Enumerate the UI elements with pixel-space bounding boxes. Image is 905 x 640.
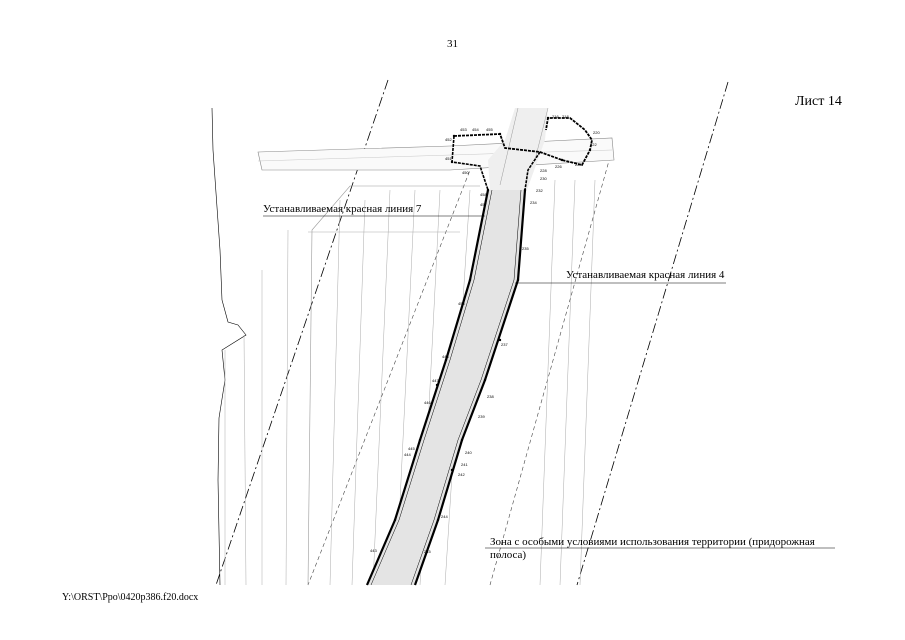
- point-label: 218: [562, 114, 569, 119]
- red-line-4: [413, 189, 527, 586]
- callout-red-line-4: Устанавливаемая красная линия 4: [566, 269, 725, 281]
- footer-file-path: Y:\ORST\Ppo\0420p386.f20.docx: [62, 592, 199, 603]
- point-label: 234: [530, 200, 537, 205]
- point-label: 239: [478, 414, 485, 419]
- point-label: 230: [540, 176, 547, 181]
- point-label: 448: [442, 354, 449, 359]
- boundary-polygon: [451, 135, 489, 191]
- point-label: 220: [593, 130, 600, 135]
- point-label: 452: [445, 137, 452, 142]
- point-label: 240: [465, 450, 472, 455]
- point-label: 445: [408, 446, 415, 451]
- zone-boundary-line: [215, 79, 389, 586]
- boundary-polygon: [453, 117, 593, 167]
- point-label: 450: [462, 170, 469, 175]
- point-label: 446: [424, 400, 431, 405]
- point-label: 444: [404, 452, 411, 457]
- road-edge: [499, 107, 519, 186]
- red-line-7-offset: [370, 189, 493, 586]
- boundary-polygon: [524, 151, 541, 191]
- point-label: 447: [432, 378, 439, 383]
- point-label: 451: [445, 156, 452, 161]
- point-label: 458: [480, 192, 487, 197]
- sheet-label: Лист 14: [795, 94, 842, 109]
- point-label: 245: [424, 549, 431, 554]
- point-label: 241: [461, 462, 468, 467]
- point-label: 228: [540, 168, 547, 173]
- dashed-boundary-line: [489, 149, 613, 586]
- parcel-boundary: [211, 107, 247, 586]
- point-label: 237: [501, 342, 508, 347]
- point-label: 457: [480, 202, 487, 207]
- point-label: 453: [460, 127, 467, 132]
- road-corridor-fill: [367, 190, 525, 585]
- point-label: 244: [441, 514, 448, 519]
- parcel-outline: [307, 185, 480, 586]
- point-label: 456: [458, 301, 465, 306]
- point-label: 242: [458, 472, 465, 477]
- point-markers: [393, 116, 592, 522]
- page-number: 31: [447, 38, 458, 50]
- red-line-4-offset: [410, 189, 522, 586]
- red-line-7: [365, 189, 490, 586]
- dashed-boundary-line: [307, 164, 473, 586]
- point-label: 216: [552, 114, 559, 119]
- point-label: 238: [487, 394, 494, 399]
- point-label: 226: [555, 164, 562, 169]
- zone-boundary-line: [576, 81, 729, 586]
- point-label: 455: [486, 127, 493, 132]
- point-label: 235: [522, 246, 529, 251]
- callout-zone-text: Зона с особыми условиями использования т…: [490, 536, 815, 561]
- point-label: 232: [536, 188, 543, 193]
- road-centerline: [257, 149, 613, 162]
- point-label: 224: [575, 162, 582, 167]
- point-label: 443: [370, 548, 377, 553]
- callout-red-line-7: Устанавливаемая красная линия 7: [263, 203, 422, 215]
- point-label: 222: [590, 142, 597, 147]
- point-label: 454: [472, 127, 479, 132]
